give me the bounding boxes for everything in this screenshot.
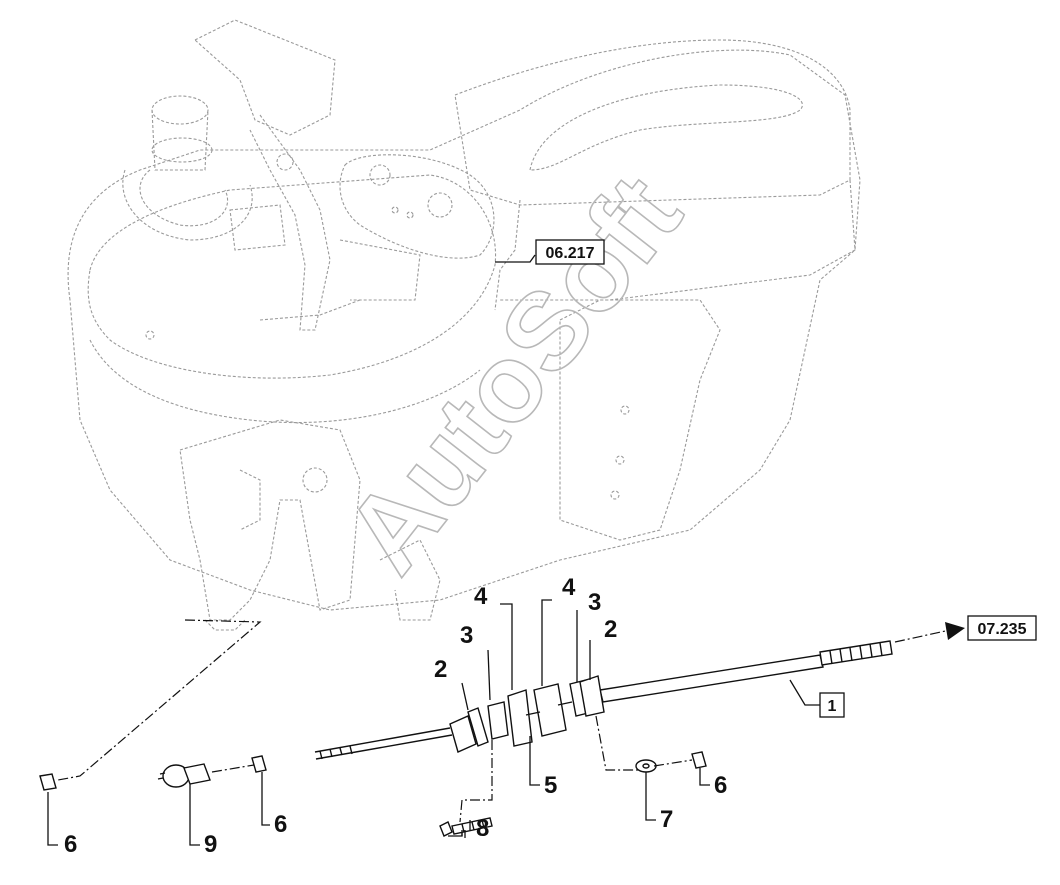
watermark: AutoSoft	[322, 153, 705, 595]
callout-5: 5	[544, 772, 557, 799]
leader-lines	[47, 254, 820, 846]
callout-1: 1	[828, 698, 837, 715]
callout-6-middle: 6	[274, 811, 287, 838]
callout-2-left: 2	[434, 656, 447, 683]
callout-7: 7	[660, 806, 673, 833]
callout-4-right: 4	[562, 574, 576, 601]
callout-8: 8	[476, 815, 489, 842]
reference-label-upper: 06.217	[546, 245, 595, 262]
reference-box-upper: 06.217	[535, 239, 605, 265]
callout-4-left: 4	[474, 583, 488, 610]
callout-6-right: 6	[714, 772, 727, 799]
reference-label-right: 07.235	[978, 621, 1027, 638]
callout-6-far-left: 6	[64, 831, 77, 858]
callout-3-left: 3	[460, 622, 473, 649]
callout-2-right: 2	[604, 616, 617, 643]
callout-9: 9	[204, 831, 217, 858]
cable-assembly	[39, 640, 893, 837]
callout-numbers: 2 3 4 4 3 2 5 6 9 6 8 7 6	[64, 574, 727, 858]
console-assembly-outline	[67, 19, 861, 631]
assembly-paths	[57, 619, 965, 823]
reference-box-right: 07.235	[967, 615, 1037, 641]
callout-box-1: 1	[819, 692, 845, 718]
arrow-head	[945, 622, 965, 640]
callout-3-right: 3	[588, 589, 601, 616]
